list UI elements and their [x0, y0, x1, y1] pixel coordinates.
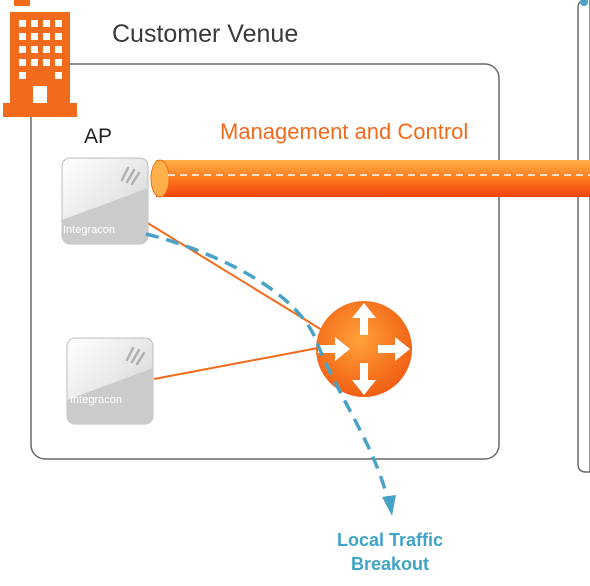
management-tunnel: [150, 159, 590, 198]
management-control-label: Management and Control: [220, 119, 469, 144]
venue-title: Customer Venue: [112, 20, 299, 48]
arrow-head-icon: [382, 495, 396, 516]
ap-label: AP: [84, 125, 113, 148]
access-point-1-icon: [61, 157, 149, 245]
access-point-2-icon: [66, 337, 154, 425]
local-breakout-path: [145, 232, 390, 501]
access-point-1-label: Integracon: [63, 224, 115, 236]
access-point-2-label: Integracon: [70, 394, 122, 406]
local-traffic-breakout-label: Local Traffic Breakout: [336, 530, 444, 574]
link-ap2-router: [153, 347, 319, 380]
link-ap1-router: [145, 221, 323, 331]
building-icon: [3, 0, 77, 117]
remote-box: [577, 0, 590, 473]
router-icon: [316, 301, 412, 397]
